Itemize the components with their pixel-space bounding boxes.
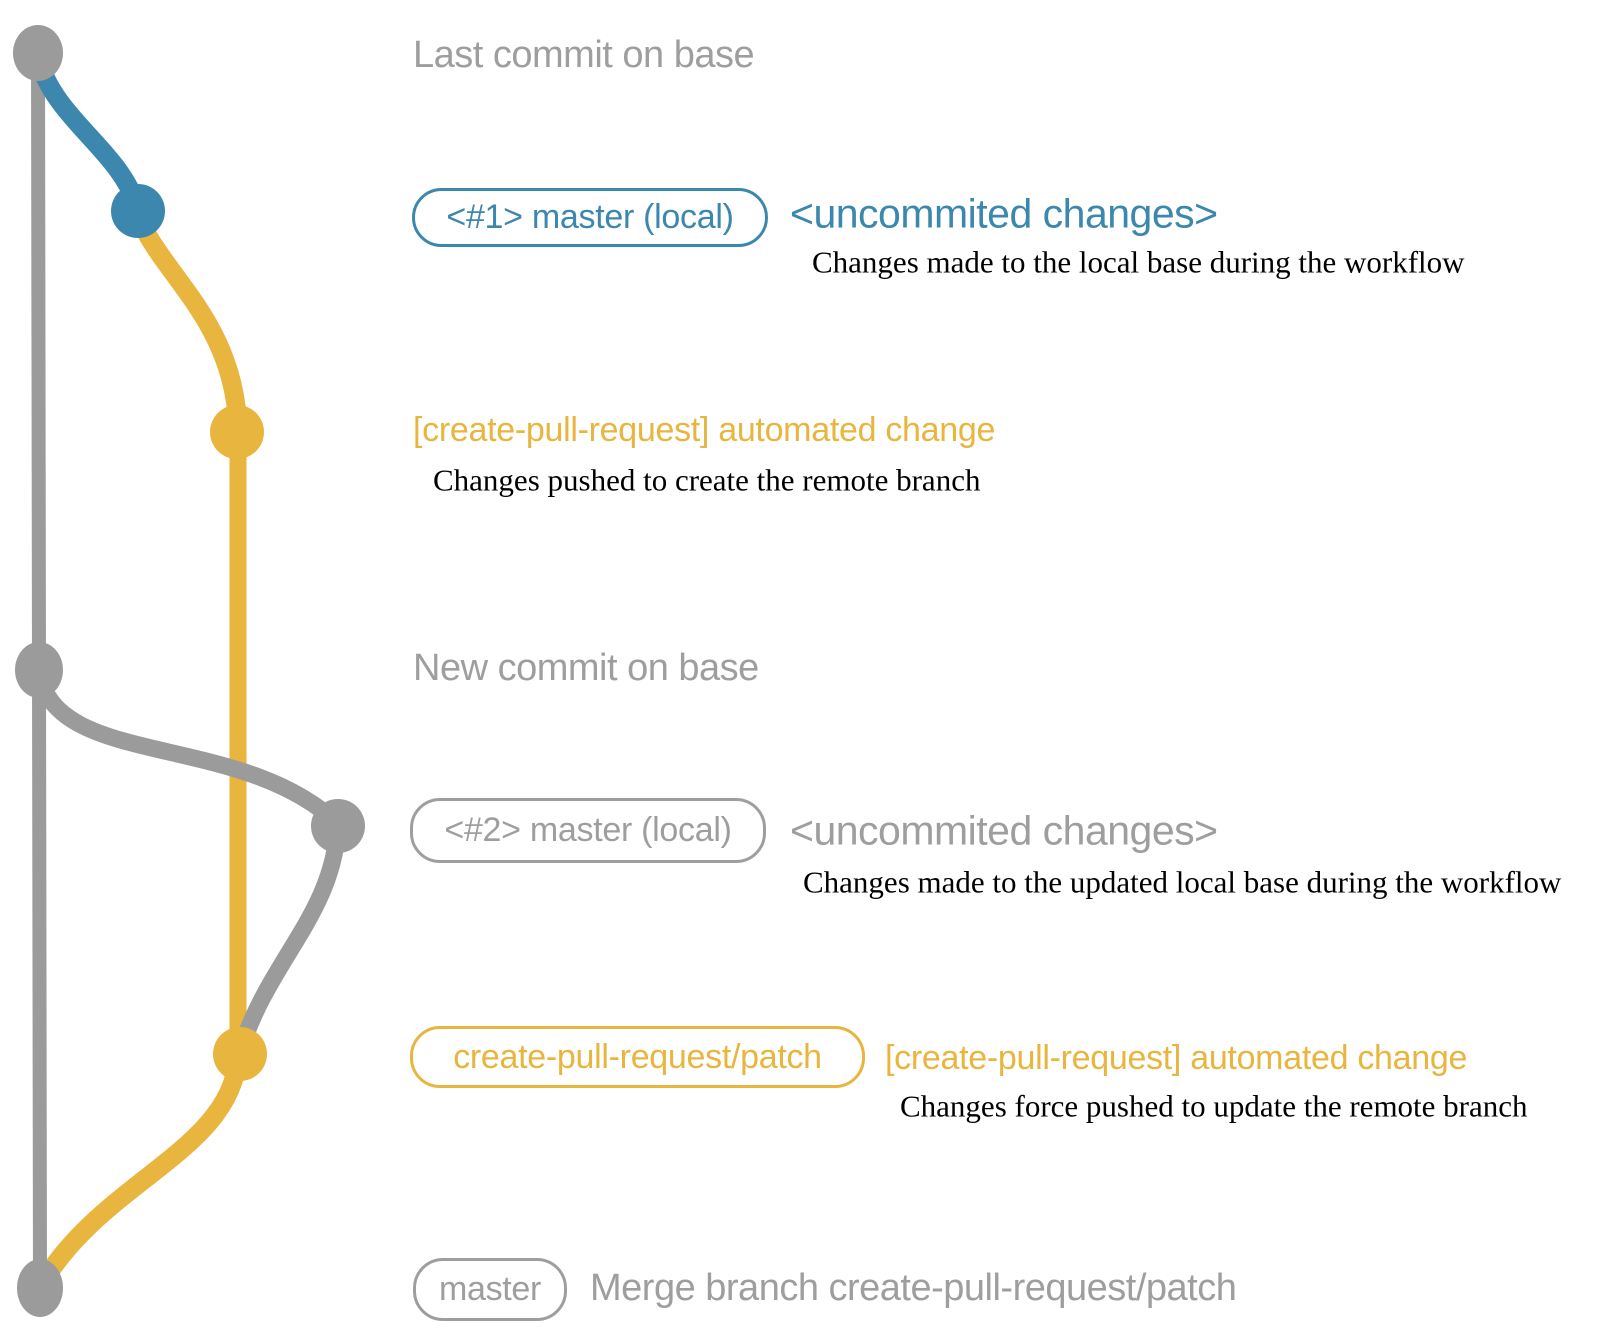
badge-master-local-1: <#1> master (local): [412, 188, 768, 247]
force-pushed-desc: Changes force pushed to update the remot…: [900, 1088, 1528, 1124]
commit-dot-remote-2: [213, 1027, 267, 1081]
commit-dot-local-1: [111, 184, 165, 238]
commit-dot-merge: [17, 1259, 63, 1317]
remote-merge-curve: [34, 1055, 248, 1287]
badge-create-pull-request-patch: create-pull-request/patch: [410, 1026, 865, 1088]
commit-dot-new-base: [15, 642, 63, 698]
commit-dot-remote-1: [210, 405, 264, 459]
merge-branch-label: Merge branch create-pull-request/patch: [590, 1267, 1237, 1309]
pushed-to-create-desc: Changes pushed to create the remote bran…: [433, 462, 981, 498]
local-changes-desc-2: Changes made to the updated local base d…: [803, 864, 1562, 900]
local-to-remote-curve-2: [231, 823, 347, 1055]
automated-change-tag-1: [create-pull-request] automated change: [413, 411, 996, 449]
last-commit-on-base-label: Last commit on base: [413, 34, 755, 76]
badge-master-local-2: <#2> master (local): [410, 798, 766, 863]
commit-dot-last-base: [13, 25, 63, 81]
new-commit-on-base-label: New commit on base: [413, 647, 759, 689]
automated-change-tag-2: [create-pull-request] automated change: [885, 1039, 1468, 1077]
uncommited-changes-tag-2: <uncommited changes>: [790, 807, 1218, 854]
badge-master: master: [413, 1258, 567, 1321]
remote-branch-curve-1: [128, 209, 248, 433]
local-changes-desc-1: Changes made to the local base during th…: [812, 244, 1465, 280]
base-to-local-curve-2: [30, 668, 344, 831]
commit-dot-local-2: [311, 799, 365, 853]
uncommited-changes-tag-1: <uncommited changes>: [790, 190, 1218, 237]
commit-graph: [13, 25, 365, 1317]
local-branch-curve-1: [28, 55, 147, 210]
